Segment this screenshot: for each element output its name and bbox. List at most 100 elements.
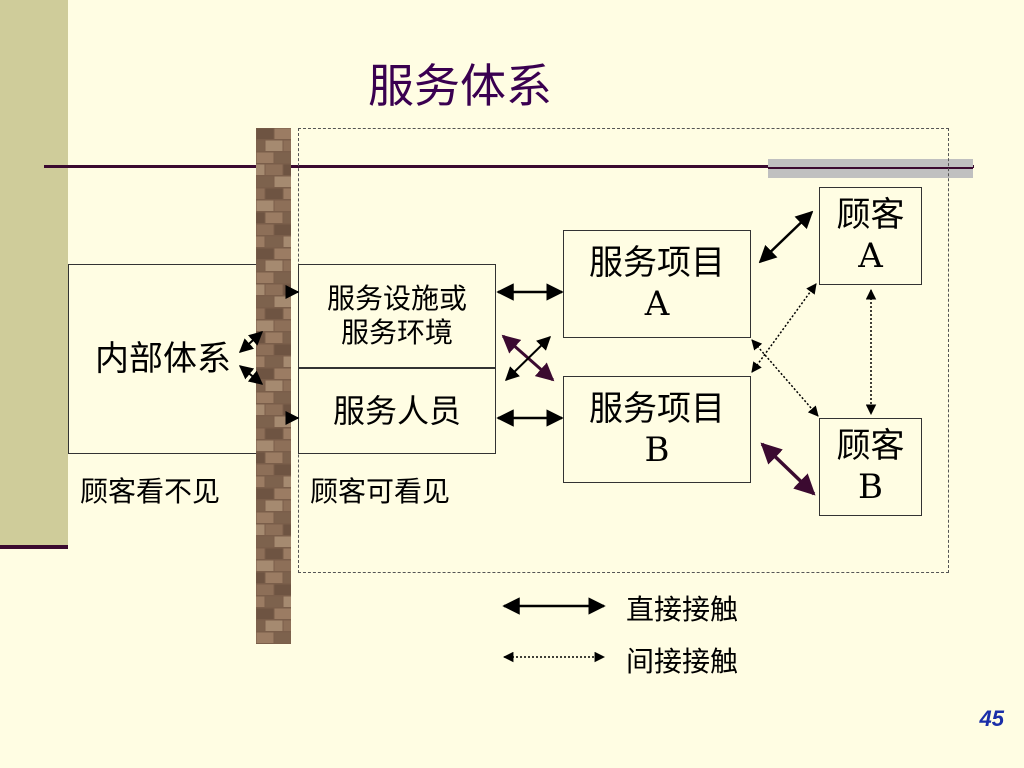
- wall-brick: [256, 152, 274, 163]
- title-rule: [44, 165, 974, 168]
- wall-brick: [274, 296, 291, 307]
- wall-brick: [283, 404, 291, 415]
- wall-brick: [265, 596, 283, 607]
- wall-brick: [283, 332, 291, 343]
- customer-b-box: 顾客 B: [819, 418, 922, 516]
- wall-brick: [256, 572, 265, 583]
- wall-brick: [265, 404, 283, 415]
- service-item-a-letter: A: [644, 284, 670, 324]
- wall-brick: [256, 212, 265, 223]
- wall-brick: [265, 500, 283, 511]
- wall-brick: [256, 368, 274, 379]
- wall-brick: [274, 272, 291, 283]
- wall-brick: [265, 452, 283, 463]
- customer-b-letter: B: [858, 467, 883, 507]
- wall-brick: [283, 620, 291, 631]
- internal-to-facility-arrow: [238, 331, 264, 353]
- wall-brick: [265, 332, 283, 343]
- wall-brick: [256, 356, 265, 367]
- wall-brick: [256, 440, 274, 451]
- wall-brick: [274, 464, 291, 475]
- wall-brick: [274, 200, 291, 211]
- wall-brick: [274, 176, 291, 187]
- wall-brick: [283, 548, 291, 559]
- wall-brick: [274, 560, 291, 571]
- service-item-b-label: 服务项目: [589, 388, 725, 429]
- wall-brick: [265, 188, 283, 199]
- wall-brick: [283, 140, 291, 151]
- wall-brick: [256, 632, 274, 643]
- wall-brick: [274, 488, 291, 499]
- legend-direct-label: 直接接触: [626, 593, 739, 626]
- wall-brick: [265, 572, 283, 583]
- wall-brick: [283, 236, 291, 247]
- wall-brick: [256, 224, 274, 235]
- sidebar-rule: [0, 545, 68, 549]
- wall-brick: [283, 428, 291, 439]
- wall-brick: [265, 548, 283, 559]
- slide-title: 服务体系: [368, 59, 552, 113]
- caption-visible-to-customer: 顾客可看见: [310, 475, 451, 508]
- wall-brick: [283, 572, 291, 583]
- wall-brick: [256, 296, 274, 307]
- customer-a-letter: A: [858, 236, 883, 276]
- wall-brick: [256, 248, 274, 259]
- wall-brick: [274, 416, 291, 427]
- wall-brick: [256, 128, 274, 139]
- wall-brick: [274, 536, 291, 547]
- wall-brick: [274, 392, 291, 403]
- page-number: 45: [979, 706, 1004, 731]
- wall-brick: [274, 128, 291, 139]
- wall-brick: [256, 176, 274, 187]
- service-item-b-box: 服务项目 B: [563, 376, 751, 483]
- wall-brick: [256, 596, 265, 607]
- wall-brick: [274, 512, 291, 523]
- legend-indirect-label: 间接接触: [626, 645, 739, 678]
- brick-wall: [256, 128, 291, 644]
- item-b-to-customer-a-indirect-arrow: [751, 283, 817, 373]
- wall-brick: [256, 260, 265, 271]
- wall-brick: [256, 380, 265, 391]
- customer-b-label: 顾客: [836, 426, 905, 467]
- wall-brick: [256, 500, 265, 511]
- wall-brick: [265, 524, 283, 535]
- facility-label-line1: 服务设施或: [326, 282, 467, 316]
- wall-brick: [274, 344, 291, 355]
- wall-brick: [265, 428, 283, 439]
- sidebar-band: [0, 0, 68, 545]
- wall-brick: [283, 476, 291, 487]
- internal-system-label: 内部体系: [95, 338, 231, 379]
- wall-brick: [283, 260, 291, 271]
- facility-box: 服务设施或 服务环境: [298, 264, 496, 368]
- wall-brick: [256, 188, 265, 199]
- wall-brick: [274, 224, 291, 235]
- wall-brick: [265, 620, 283, 631]
- item-a-to-customer-b-indirect-arrow: [751, 339, 819, 417]
- wall-brick: [256, 464, 274, 475]
- wall-brick: [265, 212, 283, 223]
- wall-brick: [256, 200, 274, 211]
- wall-brick: [256, 140, 265, 151]
- wall-brick: [283, 500, 291, 511]
- facility-label-line2: 服务环境: [340, 316, 453, 349]
- wall-brick: [283, 452, 291, 463]
- wall-brick: [274, 320, 291, 331]
- wall-brick: [265, 380, 283, 391]
- wall-brick: [265, 284, 283, 295]
- wall-brick: [256, 164, 265, 175]
- wall-brick: [256, 308, 265, 319]
- wall-brick: [256, 536, 274, 547]
- wall-brick: [256, 512, 274, 523]
- wall-brick: [283, 308, 291, 319]
- wall-brick: [274, 632, 291, 643]
- wall-brick: [256, 392, 274, 403]
- item-b-to-customer-b-arrow: [760, 442, 816, 496]
- wall-brick: [256, 416, 274, 427]
- wall-brick: [265, 476, 283, 487]
- wall-brick: [274, 152, 291, 163]
- staff-label: 服务人员: [332, 391, 461, 430]
- wall-brick: [265, 140, 283, 151]
- wall-brick: [283, 524, 291, 535]
- wall-brick: [274, 584, 291, 595]
- wall-brick: [274, 440, 291, 451]
